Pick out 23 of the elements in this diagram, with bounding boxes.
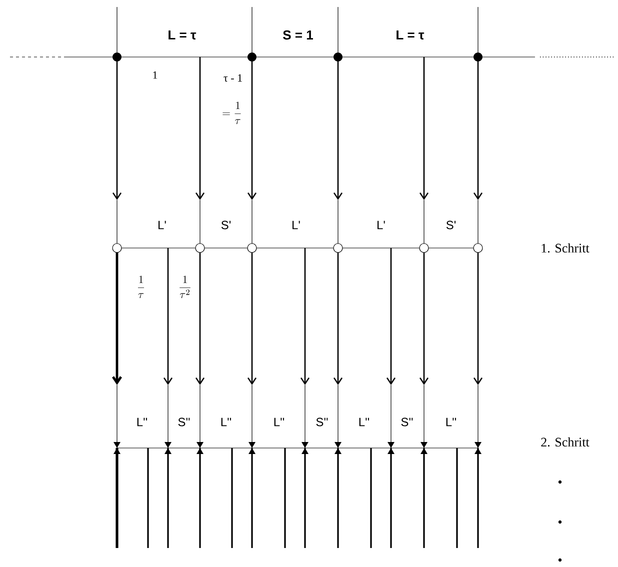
interval-label: L'' xyxy=(274,418,284,426)
step-label: 1. Schritt xyxy=(542,243,590,253)
interval-label: L' xyxy=(378,220,385,230)
interval-label: L'' xyxy=(359,418,370,426)
interval-label: L'' xyxy=(221,418,232,426)
interval-label: L' xyxy=(158,220,166,230)
length-label: $=\frac{1}{\tau}$ xyxy=(222,102,241,124)
length-label: $\frac{1}{\tau^2}$ xyxy=(180,276,190,298)
interval-label: S'' xyxy=(316,418,328,426)
interval-label: S'' xyxy=(178,418,190,426)
interval-label: L'' xyxy=(137,418,148,426)
interval-label: L = τ xyxy=(396,30,424,40)
interval-label: L'' xyxy=(446,418,456,426)
interval-label: S'' xyxy=(401,418,413,426)
length-label: 1 xyxy=(153,71,158,79)
step-label: 2. Schritt xyxy=(541,437,590,447)
interval-label: L' xyxy=(292,220,300,230)
interval-label: L = τ xyxy=(168,30,196,40)
interval-label: S = 1 xyxy=(283,30,313,40)
length-label: τ - 1 xyxy=(224,74,242,82)
length-label: $\frac{1}{\tau}$ xyxy=(138,276,144,298)
interval-label: S' xyxy=(221,220,231,230)
interval-label: S' xyxy=(446,220,456,230)
